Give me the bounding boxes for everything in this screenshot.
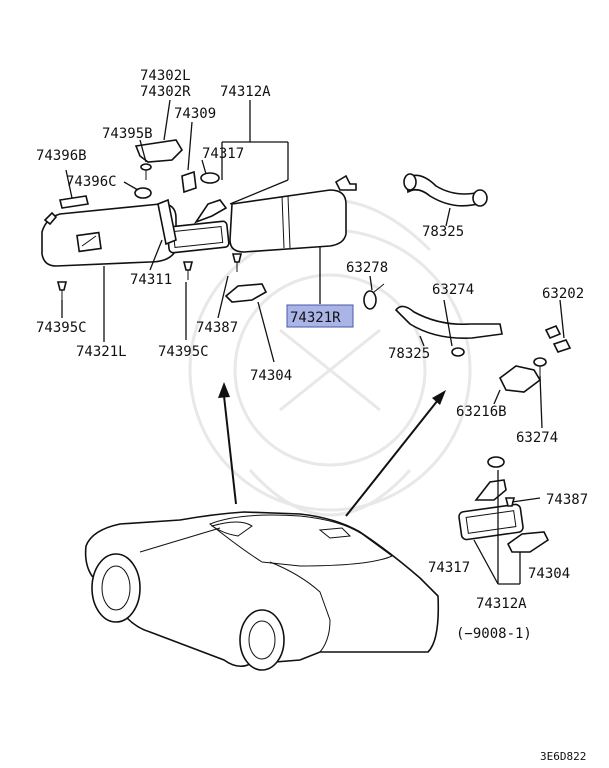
label-74396b: 74396B (36, 148, 87, 164)
label-74312a-right: 74312A (476, 596, 527, 612)
screw-74395c-left[interactable] (56, 281, 68, 300)
label-74395c-left: 74395C (36, 320, 87, 336)
clip-63278[interactable] (363, 283, 385, 310)
sun-visor-right[interactable] (229, 174, 357, 253)
inset-mirror-assembly[interactable] (458, 456, 550, 553)
label-78325-top: 78325 (422, 224, 464, 240)
label-74396c: 74396C (66, 174, 117, 190)
label-74302l: 74302L (140, 68, 191, 84)
cover-74309[interactable] (181, 170, 197, 194)
car-illustration (84, 511, 440, 671)
clip-63202[interactable] (544, 324, 572, 353)
clip-74396c[interactable] (134, 187, 152, 199)
label-74387-mid: 74387 (196, 320, 238, 336)
arrow-to-car-right (345, 390, 446, 517)
label-63274-mid: 63274 (432, 282, 474, 298)
diagram-code: 3E6D822 (540, 750, 586, 763)
clip-63274-low[interactable] (533, 357, 547, 376)
label-74317-top: 74317 (202, 146, 244, 162)
label-63278: 63278 (346, 260, 388, 276)
grab-handle-78325-top[interactable] (403, 173, 488, 207)
label-74317-right: 74317 (428, 560, 470, 576)
label-74309: 74309 (174, 106, 216, 122)
label-74304-right: 74304 (528, 566, 570, 582)
label-74387-right: 74387 (546, 492, 588, 508)
grab-handle-78325-mid[interactable] (394, 305, 503, 357)
label-74395b: 74395B (102, 126, 153, 142)
label-74321r: 74321R (290, 310, 341, 326)
label-63202: 63202 (542, 286, 584, 302)
screw-74395c-mid[interactable] (182, 261, 194, 280)
screw-74387[interactable] (231, 253, 243, 272)
label-63274-low: 63274 (516, 430, 558, 446)
label-74395c-mid: 74395C (158, 344, 209, 360)
label-78325-mid: 78325 (388, 346, 430, 362)
lamp-63216b[interactable] (498, 365, 542, 393)
label-63216b: 63216B (456, 404, 507, 420)
label-74312a-top: 74312A (220, 84, 271, 100)
mirror-base-74317[interactable] (200, 172, 220, 184)
cover-74304[interactable] (224, 283, 268, 303)
bracket-74302[interactable] (134, 139, 184, 163)
rear-view-mirror-74312a[interactable] (166, 199, 230, 254)
label-74302r: 74302R (140, 84, 191, 100)
visor-rod-74311[interactable] (157, 198, 177, 246)
arrow-to-car-left (218, 382, 237, 505)
label-74321l: 74321L (76, 344, 127, 360)
leader-lines (61, 99, 565, 585)
visor-holder-74396b[interactable] (59, 195, 89, 209)
label-74304-mid: 74304 (250, 368, 292, 384)
label-74311: 74311 (130, 272, 172, 288)
date-range-note: (−9008-1) (456, 626, 532, 642)
screw-74395b[interactable] (140, 163, 152, 180)
highlight-74321r (286, 304, 354, 328)
